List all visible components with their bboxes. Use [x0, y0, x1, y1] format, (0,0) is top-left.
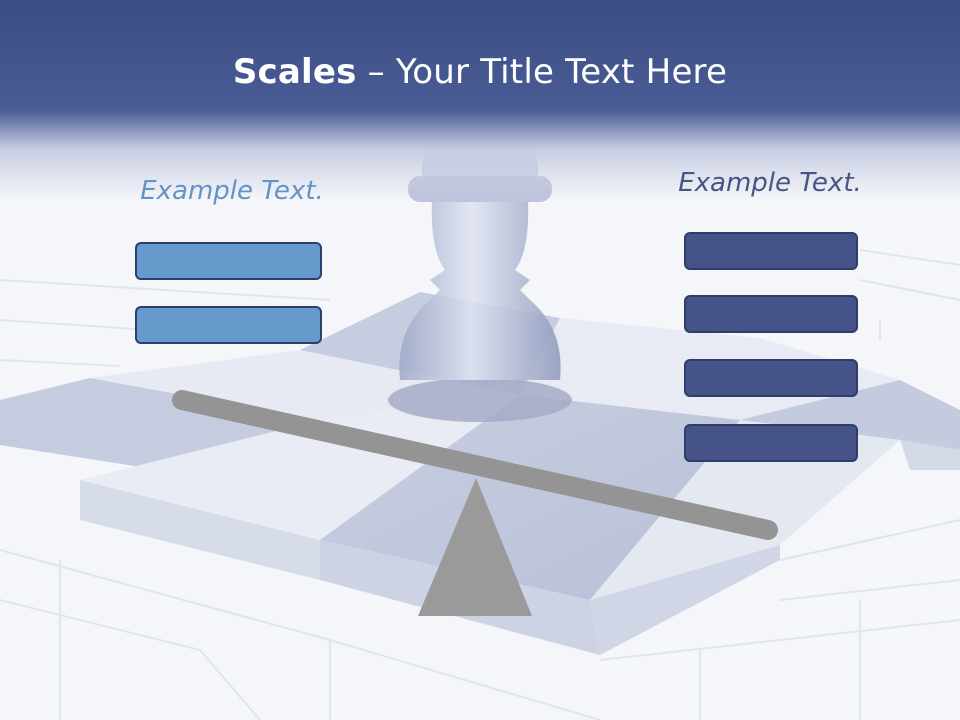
title-band [0, 0, 960, 200]
right-text-box-1[interactable] [684, 232, 858, 270]
right-example-label: Example Text. [678, 168, 862, 198]
right-text-box-4[interactable] [684, 424, 858, 462]
title-bold: Scales [232, 52, 357, 92]
seesaw-beam [172, 390, 778, 540]
right-text-box-2[interactable] [684, 295, 858, 333]
left-text-box-1[interactable] [135, 242, 322, 280]
title-rest: – Your Title Text Here [356, 52, 728, 92]
seesaw-fulcrum [418, 478, 532, 616]
left-example-label: Example Text. [140, 176, 324, 206]
slide-title: Scales – Your Title Text Here [0, 52, 960, 92]
floor-grid [0, 249, 960, 720]
right-text-box-3[interactable] [684, 359, 858, 397]
left-text-box-2[interactable] [135, 306, 322, 344]
